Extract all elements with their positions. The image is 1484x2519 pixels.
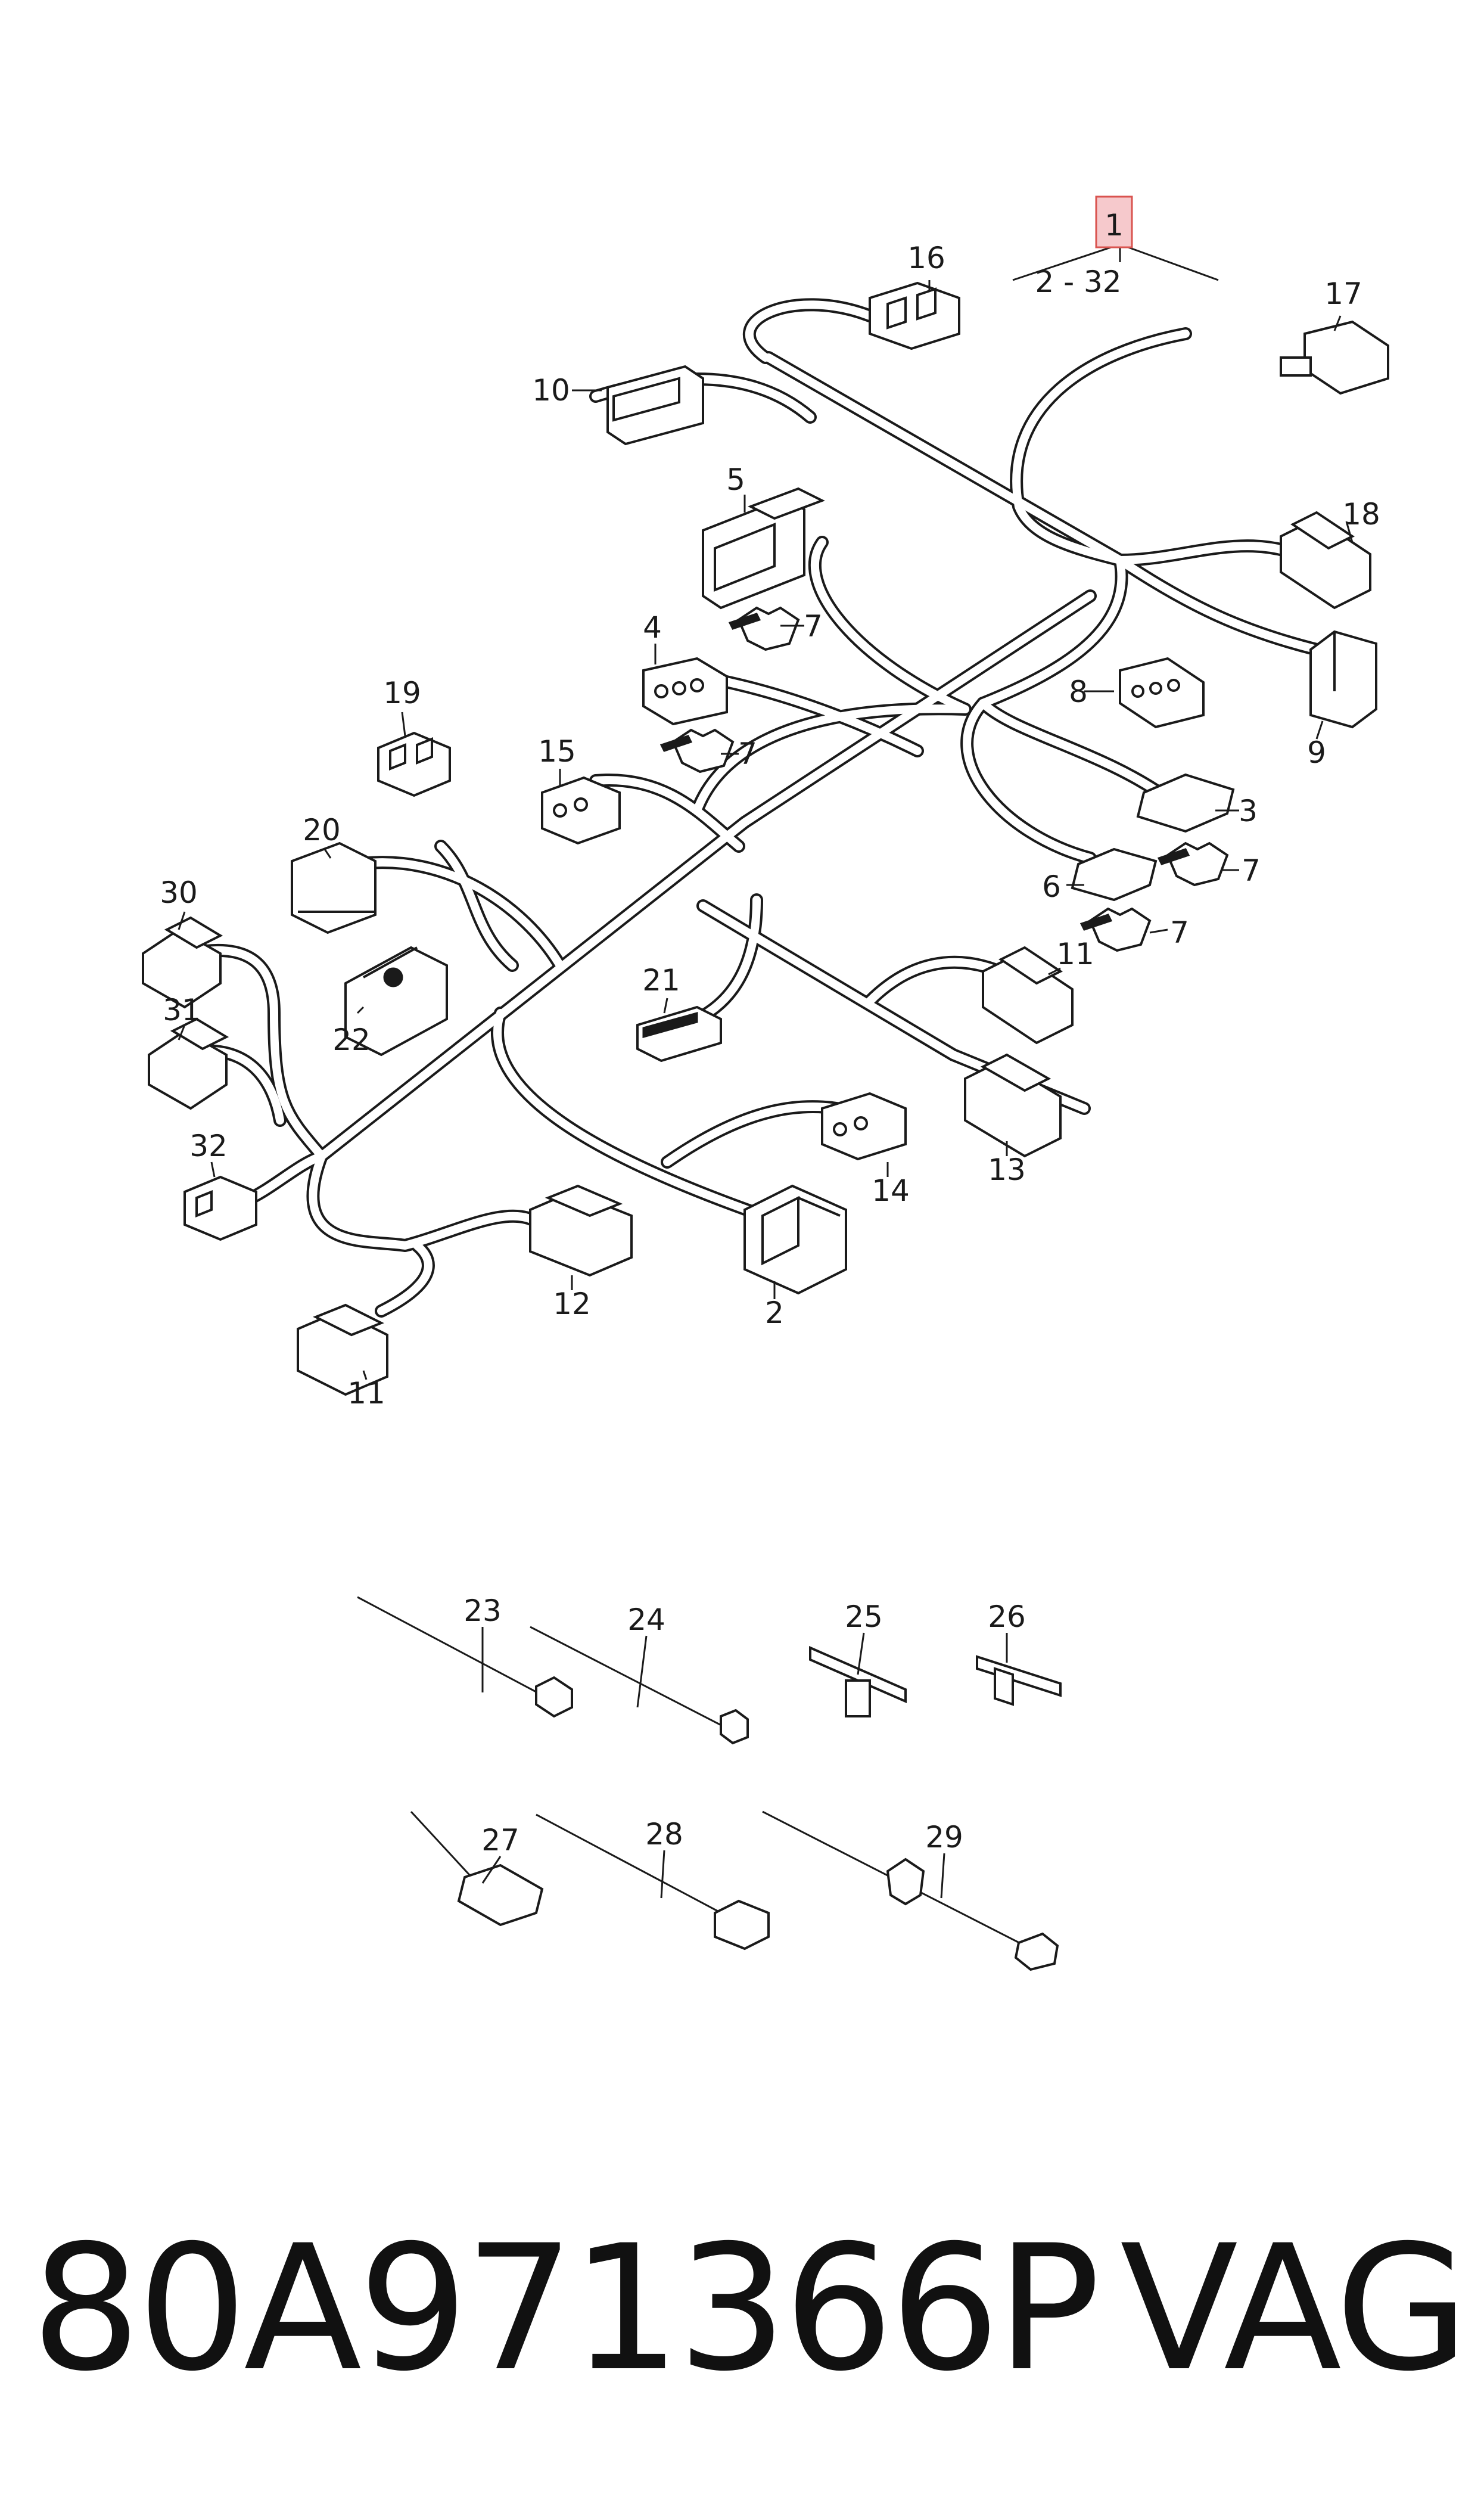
callout-29: 29 <box>925 1820 963 1855</box>
clip-25 <box>809 1645 907 1717</box>
callout-13: 13 <box>988 1153 1026 1187</box>
connector-32 <box>183 1175 257 1241</box>
connector-4 <box>642 657 728 726</box>
callout-5: 5 <box>726 462 745 497</box>
clip-7-a <box>728 606 800 651</box>
clip-7-b <box>659 728 735 774</box>
callout-6: 6 <box>1042 869 1061 904</box>
fasteners <box>357 1596 1062 1971</box>
callout-26: 26 <box>988 1599 1026 1634</box>
callout-7c: 7 <box>1242 853 1261 888</box>
connector-22 <box>344 946 448 1057</box>
callout-23: 23 <box>463 1594 502 1628</box>
range-label: 2 - 32 <box>1035 265 1121 299</box>
callout-28: 28 <box>645 1817 683 1852</box>
callout-20: 20 <box>303 813 341 847</box>
connector-15 <box>541 776 621 845</box>
callout-2: 2 <box>765 1296 784 1330</box>
callout-30: 30 <box>160 875 198 910</box>
connector-6 <box>1071 847 1158 902</box>
callout-32: 32 <box>189 1129 228 1163</box>
clip-26 <box>976 1655 1062 1706</box>
connector-16 <box>869 281 960 350</box>
callout-16: 16 <box>907 241 945 275</box>
cable-tie-28 <box>536 1813 770 1950</box>
connectors <box>142 281 1389 1396</box>
callout-11b: 11 <box>347 1376 385 1411</box>
connector-18 <box>1280 511 1371 610</box>
connector-19 <box>377 731 451 797</box>
callout-22: 22 <box>332 1023 371 1057</box>
connector-14 <box>821 1092 907 1161</box>
clip-7-d <box>1079 907 1152 952</box>
connector-5 <box>702 487 825 610</box>
cable-tie-27 <box>410 1810 544 1927</box>
connector-3 <box>1136 773 1235 833</box>
harness-wires <box>172 298 1329 1318</box>
callout-7d: 7 <box>1170 915 1189 950</box>
callout-4: 4 <box>643 610 662 645</box>
part-number: 80A971366P <box>31 2209 1100 2409</box>
connector-17 <box>1280 320 1389 395</box>
callout-15: 15 <box>538 734 576 769</box>
callout-8: 8 <box>1069 675 1088 709</box>
callout-18: 18 <box>1342 497 1380 532</box>
callout-3: 3 <box>1239 794 1258 828</box>
callout-numbers: 16 17 10 5 7 4 7 18 8 9 19 15 3 7 6 7 20… <box>160 241 1380 1858</box>
connector-31 <box>148 1017 229 1110</box>
callout-24: 24 <box>627 1602 665 1637</box>
callout-9: 9 <box>1307 735 1326 770</box>
callout-25: 25 <box>845 1599 883 1634</box>
leader-lines <box>178 243 1354 1899</box>
callout-10: 10 <box>532 373 570 408</box>
clip-7-c <box>1157 841 1229 887</box>
callout-7a: 7 <box>804 609 823 644</box>
brand-label: VAG <box>1120 2209 1469 2409</box>
callout-12: 12 <box>553 1287 591 1321</box>
connector-8 <box>1119 657 1205 729</box>
main-callout-box <box>1095 195 1133 249</box>
connector-10 <box>606 365 704 446</box>
main-callout-label: 1 <box>1105 208 1124 243</box>
callout-7b: 7 <box>738 737 757 771</box>
connector-21 <box>636 1005 722 1063</box>
cable-tie-29 <box>762 1810 1059 1971</box>
callout-14: 14 <box>872 1173 910 1208</box>
connector-9 <box>1309 630 1377 729</box>
connector-20 <box>291 841 377 934</box>
callout-21: 21 <box>642 963 680 998</box>
callout-11a: 11 <box>1056 937 1094 971</box>
connector-12 <box>529 1184 633 1277</box>
callout-27: 27 <box>481 1823 519 1858</box>
callout-31: 31 <box>163 993 201 1027</box>
callout-17: 17 <box>1324 277 1362 311</box>
connector-13 <box>964 1053 1062 1158</box>
callout-19: 19 <box>383 676 421 710</box>
cable-tie-23 <box>357 1596 573 1718</box>
cable-tie-24 <box>530 1626 749 1745</box>
connector-11-upper <box>982 946 1074 1045</box>
connector-2 <box>743 1184 847 1295</box>
